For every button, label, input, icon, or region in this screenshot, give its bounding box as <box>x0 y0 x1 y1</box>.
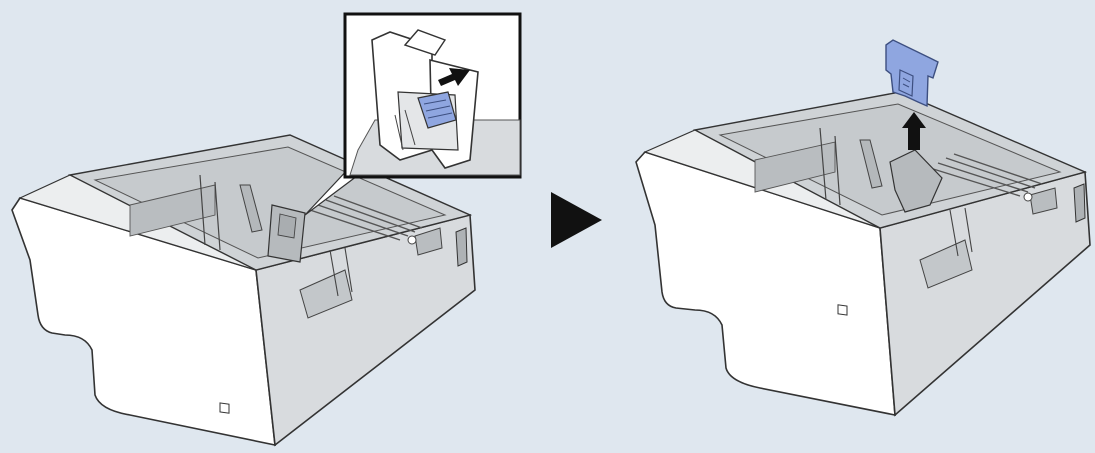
tray-before <box>11 134 476 447</box>
play-triangle-icon <box>551 192 602 248</box>
callout-box <box>343 12 522 179</box>
up-arrow-icon <box>902 112 926 150</box>
length-guide-icon <box>885 39 939 108</box>
right-arrow-icon <box>438 68 470 86</box>
magnified-guide-lever-icon <box>349 29 521 176</box>
tray-after <box>635 91 1091 417</box>
